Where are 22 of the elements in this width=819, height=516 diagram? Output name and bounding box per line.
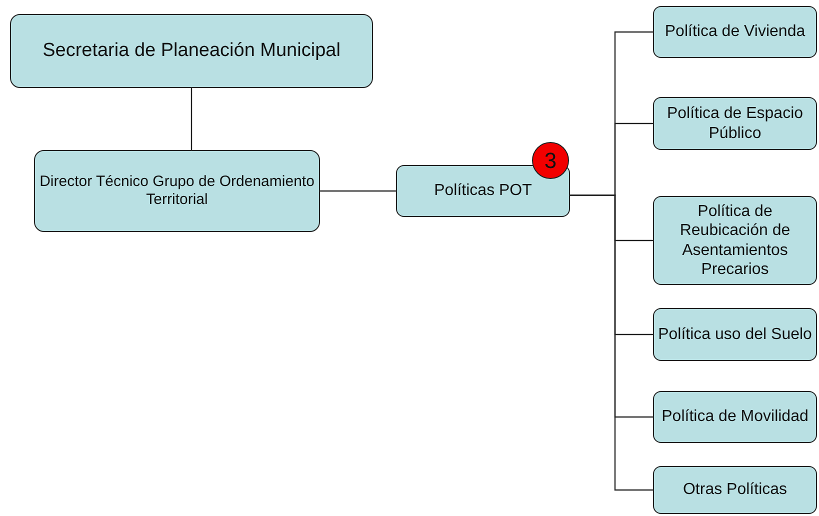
org-box — [653, 391, 817, 443]
number-badge — [532, 142, 569, 179]
node-text: Otras Políticas — [682, 480, 788, 500]
node-text: Política de Espacio Público — [666, 104, 804, 143]
node-text: Secretaria de Planeación Municipal — [42, 40, 340, 62]
connector-line — [190, 88, 192, 150]
org-box — [34, 150, 320, 232]
node-text: Políticas POT — [434, 181, 532, 201]
connector-line — [320, 190, 396, 192]
org-box — [653, 6, 817, 58]
org-box — [653, 308, 817, 361]
org-box — [10, 14, 373, 88]
node-text: 3 — [544, 148, 557, 174]
org-box — [653, 196, 817, 285]
org-box — [653, 97, 817, 150]
connector-line — [570, 194, 653, 491]
node-text: Política de Movilidad — [662, 407, 808, 427]
node-text: Política de Reubicación de Asentamientos Precarios — [678, 202, 792, 279]
node-text: Director Técnico Grupo de Ordenamiento Territorial — [39, 173, 315, 209]
node-text: Política uso del Suelo — [658, 324, 812, 344]
org-box — [653, 466, 817, 514]
node-text: Política de Vivienda — [664, 22, 806, 42]
